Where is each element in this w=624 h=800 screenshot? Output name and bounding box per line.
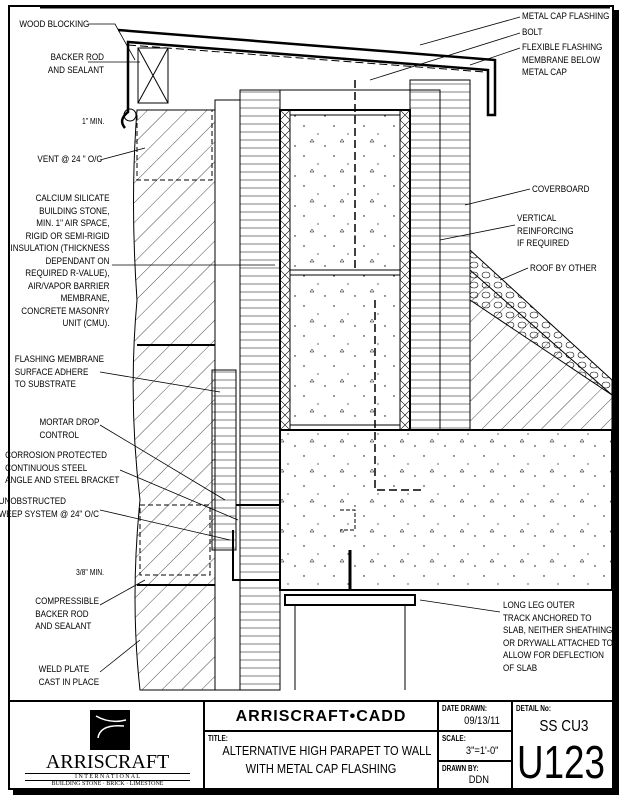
metal-cap-flashing [117,28,497,129]
label-flashing-membrane: FLASHING MEMBRANE SURFACE ADHERE TO SUBS… [14,354,104,390]
cmu-wall [239,89,281,691]
scale-label: SCALE: [442,734,466,743]
date-value: 09/13/11 [464,715,500,727]
leader-lines [88,16,531,673]
label-vertical-reinforcing: VERTICAL REINFORCING IF REQUIRED [517,213,574,249]
label-backer-rod: BACKER ROD AND SEALANT [47,52,104,76]
label-steel-angle: CORROSION PROTECTED CONTINUOUS STEEL ANG… [4,450,119,486]
weld-plate [340,509,356,531]
logo-name: ARRISCRAFT [45,751,170,773]
roof-insulation [469,268,613,431]
label-weep-system: UNOBSTRUCTED WEEP SYSTEM @ 24" O/C [0,496,99,520]
company-name: ARRISCRAFT•CADD [205,702,437,732]
label-bolt: BOLT [522,27,543,38]
label-3-8-min: 3/8" MIN. [75,568,104,577]
label-weld-plate: WELD PLATE CAST IN PLACE [38,664,99,688]
insulation-right [399,109,411,431]
label-wood-blocking: WOOD BLOCKING [19,19,89,30]
title-cell: ARRISCRAFT•CADD TITLE: ALTERNATIVE HIGH … [205,702,439,790]
parapet-concrete-lower [289,274,401,426]
flexible-flashing-membrane [127,44,486,73]
stone-veneer [132,109,216,691]
drawn-by-value: DDN [468,774,490,786]
drawing-title: ALTERNATIVE HIGH PARAPET TO WALL WITH ME… [222,743,432,776]
label-1in-min: 1" MIN. [81,117,104,126]
date-label: DATE DRAWN: [442,704,488,713]
insulation-left [279,109,291,431]
label-roof: ROOF BY OTHER [530,263,597,274]
detail-cell: DETAIL No: SS CU3 U123 [513,702,614,790]
drawn-by-label: DRAWN BY: [442,764,479,773]
outer-track [284,594,416,606]
parapet-section-drawing [40,5,613,691]
stone-anchor-outline [139,504,211,576]
info-cell: DATE DRAWN: 09/13/11 SCALE: 3"=1'-0" DRAWN… [439,702,513,790]
title-block: ARRISCRAFT I N T E R N A T I O N A L BUI… [10,700,614,790]
arriscraft-logo-icon [90,710,130,750]
label-wall-assembly: CALCIUM SILICATE BUILDING STONE, MIN. 1"… [9,193,109,329]
label-compressible-backer-rod: COMPRESSIBLE BACKER ROD AND SEALANT [35,596,99,632]
concrete-slab [279,429,613,591]
title-label: TITLE: [208,734,228,743]
drawn-by-field: DRAWN BY:DDN [439,762,511,790]
wood-blocking [137,47,169,104]
date-field: DATE DRAWN: 09/13/11 [439,702,511,732]
detail-number: U123 [517,736,605,788]
coverboard [409,79,471,431]
detail-label: DETAIL No: [516,704,551,713]
label-mortar-drop: MORTAR DROP CONTROL [39,417,99,441]
backer-rod [123,108,137,122]
logo-tagline: BUILDING STONE · BRICK · LIMESTONE [51,781,164,787]
logo-sub: I N T E R N A T I O N A L [25,773,190,781]
scale-value: 3"=1'-0" [465,745,499,757]
detail-code: SS CU3 [539,718,589,735]
scale-field: SCALE: 3"=1'-0" [439,732,511,762]
parapet-concrete-upper [289,114,401,271]
label-coverboard: COVERBOARD [532,184,590,195]
label-metal-cap: METAL CAP FLASHING [522,11,610,22]
label-outer-track: LONG LEG OUTER TRACK ANCHORED TO SLAB, N… [503,600,613,674]
logo-cell: ARRISCRAFT I N T E R N A T I O N A L BUI… [10,702,205,790]
mortar-drop-control [211,369,237,551]
label-vent: VENT @ 24 " O/C [37,154,102,165]
label-flexible-flashing: FLEXIBLE FLASHING MEMBRANE BELOW METAL C… [522,42,603,78]
